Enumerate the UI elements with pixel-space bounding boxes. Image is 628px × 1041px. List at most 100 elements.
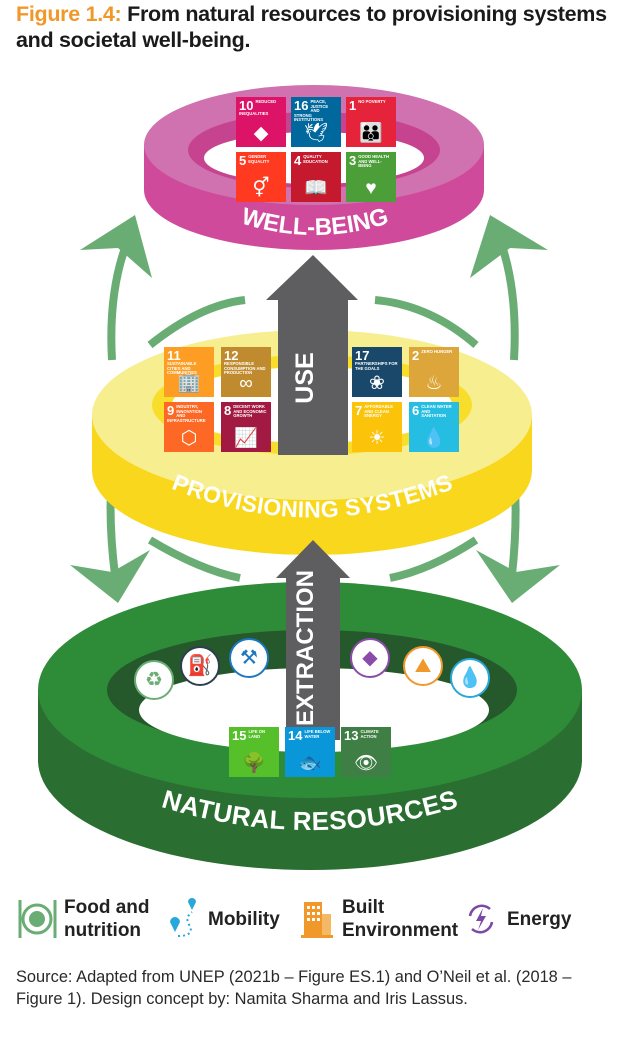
sdg-tile-16: 16Peace, justice and strong institutions… (291, 97, 341, 147)
sdg-15-icon: 🌳 (242, 753, 266, 774)
sdg-label: Decent work and economic growth (233, 404, 267, 419)
sdg-tile-7: 7Affordable and clean energy ☀ (352, 402, 402, 452)
sdg-number: 13 (344, 728, 359, 743)
sdg-6-icon: 💧 (422, 428, 446, 449)
legend-item-energy: Energy (466, 890, 571, 948)
sdg-tile-15: 15Life on land 🌳 (229, 727, 279, 777)
extraction-label: EXTRACTION (292, 570, 319, 726)
water-icon: 💧 (450, 658, 490, 698)
sdg-label: Life on land (248, 729, 265, 739)
land-icon: ⛰ (403, 646, 443, 686)
sdg-3-icon: ♥ (365, 178, 377, 199)
cycle-arrowheads (70, 215, 560, 603)
sdg-number: 6 (412, 403, 420, 418)
legend-item-food-and-nutrition: Food and nutrition (16, 890, 156, 948)
figure-title: Figure 1.4: From natural resources to pr… (16, 1, 616, 53)
sdg-10-icon: ◆ (253, 123, 269, 144)
arrowhead-right-down (476, 550, 560, 603)
sdg-2-icon: ♨ (425, 373, 443, 394)
sdg-label: Partnerships for the goals (355, 361, 398, 371)
sdg-tile-10: 10Reduced inequalities ◆ (236, 97, 286, 147)
sdg-label: Life below water (304, 729, 331, 739)
sdg-tile-2: 2Zero hunger ♨ (409, 347, 459, 397)
legend-label: Mobility (208, 908, 280, 930)
sdg-label: Good health and well-being (358, 154, 389, 169)
sdg-5-icon: ⚥ (252, 178, 270, 199)
use-arrow: USE (266, 255, 358, 455)
sdg-label: Quality education (303, 154, 328, 164)
sdg-tile-4: 4Quality education 📖 (291, 152, 341, 202)
sdg-tile-6: 6Clean water and sanitation 💧 (409, 402, 459, 452)
sdg-1-icon: 👪 (359, 123, 383, 144)
legend: Food and nutrition Mobility Built Enviro… (16, 890, 616, 948)
sdg-number: 14 (288, 728, 303, 743)
sdg-12-icon: ∞ (239, 373, 253, 394)
sdg-tile-13: 13Climate action 👁 (341, 727, 391, 777)
sdg-11-icon: 🏢 (177, 373, 201, 394)
fossil-fuels-icon: ⛽ (180, 646, 220, 686)
sdg-label: Affordable and clean energy (364, 404, 394, 419)
figure-title-text: From natural resources to provisioning s… (16, 2, 607, 52)
use-label: USE (291, 352, 319, 403)
sdg-14-icon: 🐟 (298, 753, 322, 774)
sdg-number: 16 (294, 98, 309, 113)
sdg-number: 10 (239, 98, 254, 113)
sdg-label: Climate action (360, 729, 379, 739)
metals-icon: ⚒ (229, 638, 269, 678)
sdg-number: 7 (355, 403, 363, 418)
sdg-number: 3 (349, 153, 357, 168)
sdg-number: 9 (167, 403, 175, 418)
sdg-tile-8: 8Decent work and economic growth 📈 (221, 402, 271, 452)
sdg-17-icon: ❀ (369, 373, 385, 394)
sdg-label: Zero hunger (421, 349, 453, 354)
sdg-tile-9: 9Industry, innovation and infrastructure… (164, 402, 214, 452)
source-note: Source: Adapted from UNEP (2021b – Figur… (16, 968, 572, 1008)
sdg-4-icon: 📖 (304, 178, 328, 199)
sdg-number: 1 (349, 98, 357, 113)
sdg-number: 15 (232, 728, 247, 743)
legend-label: Built Environment (342, 897, 459, 941)
sdg-13-icon: 👁 (353, 753, 379, 774)
sdg-7-icon: ☀ (368, 428, 386, 449)
sdg-number: 2 (412, 348, 420, 363)
minerals-icon: ◆ (350, 638, 390, 678)
legend-label: Food and nutrition (64, 897, 150, 941)
figure-label: Figure 1.4: (16, 2, 122, 26)
building-icon (301, 902, 333, 938)
sdg-8-icon: 📈 (234, 428, 258, 449)
cycle-arrow-right-up (496, 238, 519, 361)
sdg-tile-11: 11Sustainable cities and communities🏢 (164, 347, 214, 397)
arrowhead-left-up (80, 215, 152, 278)
sdg-label: Responsible consumption and production (224, 361, 266, 376)
sdg-number: 8 (224, 403, 232, 418)
energy-icon (468, 904, 494, 934)
sdg-label: Clean water and sanitation (421, 404, 452, 419)
sdg-number: 11 (167, 348, 181, 363)
cycle-arc-inner-top-right (374, 296, 479, 349)
sdg-tile-14: 14Life below water 🐟 (285, 727, 335, 777)
sdg-label: Gender equality (248, 154, 270, 164)
sdg-tile-3: 3Good health and well-being ♥ (346, 152, 396, 202)
legend-label: Energy (507, 908, 572, 930)
sdg-9-icon: ⬡ (180, 428, 198, 449)
sdg-label: Industry, innovation and infrastructure (167, 404, 206, 423)
arrowhead-right-up (470, 215, 548, 278)
sdg-label: No poverty (358, 99, 386, 104)
sdg-tile-1: 1No poverty 👪 (346, 97, 396, 147)
cycle-arc-inner-bottom-left (147, 536, 241, 582)
sdg-number: 12 (224, 348, 239, 363)
mobility-icon (170, 898, 196, 937)
sdg-tile-12: 12Responsible consumption and production… (221, 347, 271, 397)
legend-item-built-environment: Built Environment (300, 890, 462, 948)
sdg-tile-17: 17Partnerships for the goals ❀ (352, 347, 402, 397)
sdg-number: 4 (294, 153, 302, 168)
sdg-label: Sustainable cities and communities (167, 361, 197, 376)
legend-item-mobility: Mobility (164, 890, 280, 948)
food-icon (18, 900, 57, 938)
sdg-tile-5: 5Gender equality ⚥ (236, 152, 286, 202)
sdg-16-icon: 🕊 (303, 123, 329, 144)
cycle-arc-inner-bottom-right (389, 536, 479, 582)
sdg-label: Reduced inequalities (239, 99, 277, 116)
sdg-number: 17 (355, 348, 370, 363)
sdg-number: 5 (239, 153, 247, 168)
